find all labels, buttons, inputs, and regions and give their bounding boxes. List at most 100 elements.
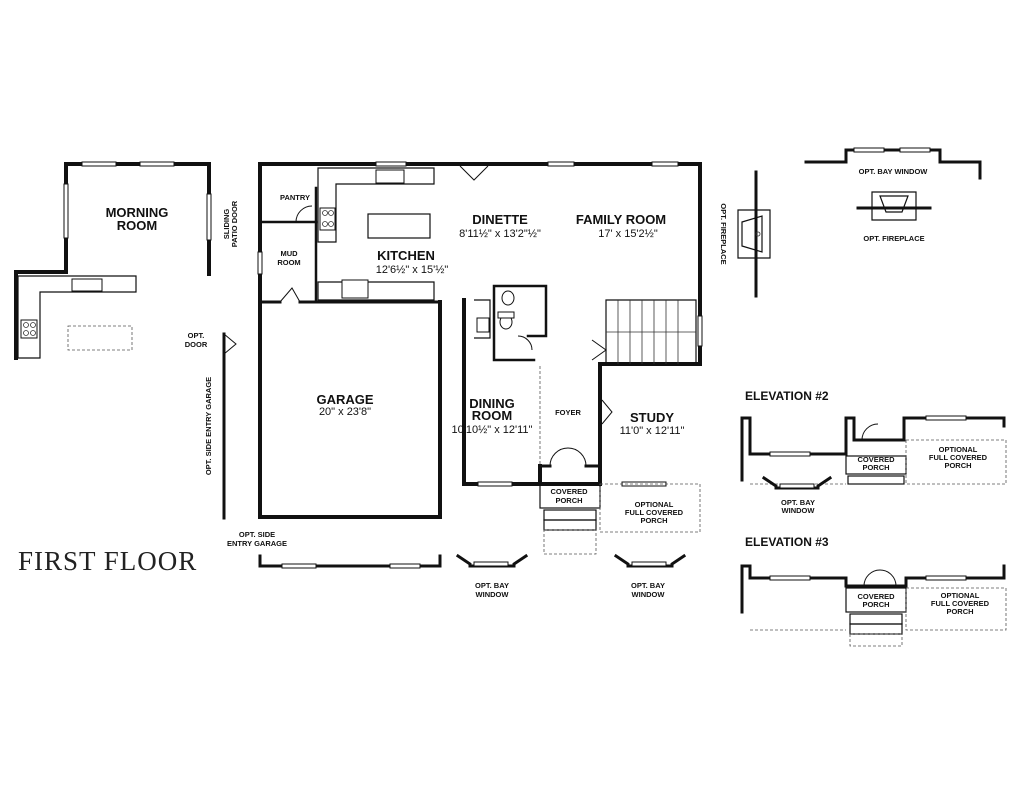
morning-room-option: MORNING ROOM SLIDING PATIO DOOR [14,161,239,360]
fireplace [737,209,771,259]
kitchen-label: KITCHEN [377,248,435,263]
elevation-3: ELEVATION #3 COVERED PORCH OPTIONAL FULL… [740,535,1007,647]
elevation-3-covered-porch-label-2: PORCH [862,600,889,609]
pantry-label: PANTRY [280,193,310,202]
elevation-2-covered-porch-label: COVERED [857,455,895,464]
opt-fireplace-side: OPT. FIREPLACE [719,170,771,298]
window [853,147,885,153]
elevation-3-optional-porch-label-3: PORCH [946,607,973,616]
porch-step [847,475,905,485]
sink-icon [375,169,405,184]
elevation-3-optional-porch-label: OPTIONAL [941,591,980,600]
mud-room-label: MUD [280,249,298,258]
morning-room-walls [14,162,211,360]
opt-fireplace-label: OPT. FIREPLACE [863,234,924,243]
porch-step-optional [849,633,903,647]
sliding-patio-door-label-2: PATIO DOOR [230,200,239,247]
opt-side-entry-garage-label-2: ENTRY GARAGE [227,539,287,548]
opt-bay-window-label: OPT. BAY [475,581,509,590]
firebox [741,215,763,253]
vanity [497,311,515,319]
window [925,575,967,581]
elevation-3-walls [740,564,1006,614]
window [697,315,703,347]
kitchen-dim: 12'6½" x 15'½" [376,264,449,276]
elevation-2-optional-porch-label: OPTIONAL [939,445,978,454]
firebox [879,195,909,213]
optional-porch-label: OPTIONAL [635,500,674,509]
garage-label: GARAGE [316,392,373,407]
island-outline [67,325,133,351]
toilet-icon [501,290,515,306]
foyer-label: FOYER [555,408,581,417]
optional-porch-label-2: FULL COVERED [625,508,684,517]
kitchen-lower-counter [317,281,435,301]
mud-room-label-2: ROOM [277,258,300,267]
opt-bay-window-wall [804,148,982,180]
study-label: STUDY [630,410,674,425]
elevation-2-optional-porch-label-2: FULL COVERED [929,453,988,462]
door-swing [459,165,489,181]
window [651,161,679,167]
window [547,161,575,167]
sliding-patio-door-label: SLIDING [222,209,231,240]
window [899,147,931,153]
floor-title: FIRST FLOOR [18,546,197,576]
door-swing [863,569,881,587]
dining-room-dim: 10'10½" x 12'11" [452,424,533,436]
morning-room-label: MORNING [106,205,169,220]
garage-dim: 20" x 23'8" [319,406,371,418]
window [375,161,407,167]
front-door-swing [567,447,587,467]
family-room-label: FAMILY ROOM [576,212,666,227]
opt-fireplace-vertical-label: OPT. FIREPLACE [719,203,728,264]
window [477,481,513,487]
porch-step [543,519,597,531]
porch-step [849,613,903,625]
elevation-3-optional-porch-label-2: FULL COVERED [931,599,990,608]
window [473,561,509,567]
front-door-swing [549,447,569,467]
appliance [341,279,369,299]
sink-icon [71,278,103,292]
door-swing [591,339,607,361]
elevation-3-title: ELEVATION #3 [745,535,829,549]
covered-porch-label: COVERED [550,487,588,496]
window [925,415,967,421]
elevation-3-covered-porch-label: COVERED [857,592,895,601]
window [769,575,811,581]
door-swing [879,569,897,587]
elevation-2: ELEVATION #2 OPT. BAY WINDOW COVERED POR… [740,389,1007,515]
opt-side-entry-garage-label: OPT. SIDE [239,530,275,539]
window [769,451,811,457]
elevation-2-covered-porch-label-2: PORCH [862,463,889,472]
opt-side-entry-garage-vertical-label: OPT. SIDE ENTRY GARAGE [204,377,213,475]
opt-garage-front-wall [258,554,442,568]
elevation-3-optional-porch [905,587,1007,631]
optional-porch-outline [599,483,701,533]
dining-room-label: DINING [469,396,515,411]
opt-bay-window-label-b: OPT. BAY [631,581,665,590]
porch-step [849,623,903,635]
window [257,251,263,275]
counter [17,275,137,359]
covered-porch-label-2: PORCH [555,496,582,505]
study-dim: 11'0" x 12'11" [620,425,685,437]
opt-bay-window-label-b-2: WINDOW [632,590,666,599]
fireplace [871,191,917,221]
elevation-2-bay-window-label-2: WINDOW [782,506,816,515]
closet [474,299,491,339]
opt-door-swing [223,333,237,355]
kitchen-counter [317,167,435,243]
window [281,563,317,569]
window [63,183,69,239]
morning-room-label-2: ROOM [117,218,157,233]
dinette-label: DINETTE [472,212,528,227]
window [631,561,667,567]
porch-step [543,509,597,521]
powder-room-walls [492,284,548,362]
optional-porch-label-3: PORCH [640,516,667,525]
top-right-options: OPT. BAY WINDOW OPT. FIREPLACE [804,147,982,243]
elevation-2-optional-porch [905,439,1007,485]
